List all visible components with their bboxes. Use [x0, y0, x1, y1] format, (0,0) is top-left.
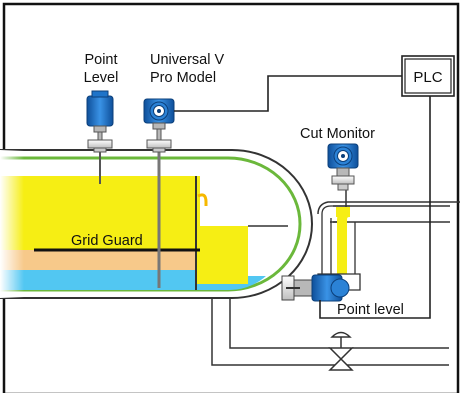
- bottom-piping: [211, 290, 449, 366]
- plc-label: PLC: [413, 69, 443, 86]
- grid-guard-label: Grid Guard: [71, 233, 143, 249]
- point-level-lower-label: Point level: [337, 302, 404, 318]
- point-level-label-bottom: Level: [83, 70, 119, 86]
- universal-v-label: Universal V: [150, 52, 225, 68]
- left-fade: [0, 150, 200, 298]
- point-level-label-top: Point: [84, 52, 118, 68]
- separator-vessel: [0, 149, 313, 299]
- point-level-transmitter: [86, 90, 114, 141]
- plc-wiring: [174, 75, 431, 319]
- universal-v-pro-transmitter: [143, 98, 175, 141]
- cut-monitor-label: Cut Monitor: [300, 126, 375, 142]
- weir-oil: [196, 226, 248, 284]
- control-valve: [328, 331, 354, 371]
- cut-monitor-transmitter: [327, 143, 359, 191]
- point-level-switch-lower: [281, 274, 350, 302]
- plc-box-inner: [404, 58, 452, 94]
- pro-model-label: Pro Model: [150, 70, 217, 86]
